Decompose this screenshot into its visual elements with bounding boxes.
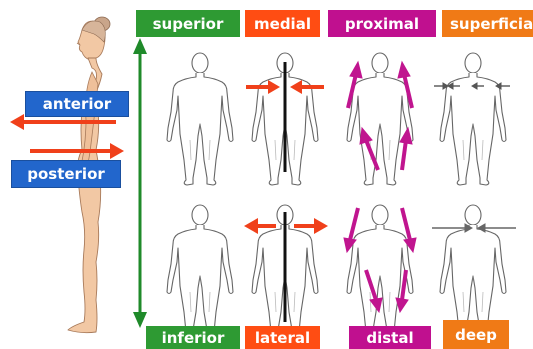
label-deep: deep (443, 320, 509, 349)
label-superficial: superficial (442, 10, 533, 37)
label-distal: distal (349, 326, 431, 349)
label-posterior: posterior (11, 160, 121, 188)
label-anterior: anterior (25, 91, 129, 117)
label-superior: superior (136, 10, 240, 37)
label-proximal: proximal (328, 10, 436, 37)
figure-deep (440, 205, 506, 337)
label-lateral: lateral (245, 326, 320, 349)
figure-distal (347, 205, 413, 337)
label-medial: medial (245, 10, 320, 37)
figure-superficial (440, 53, 506, 185)
figure-superior (167, 53, 233, 185)
superior-inferior-axis-arrow (133, 38, 147, 328)
figure-inferior (167, 205, 233, 337)
posterior-arrow (30, 143, 124, 159)
label-inferior: inferior (146, 326, 240, 349)
